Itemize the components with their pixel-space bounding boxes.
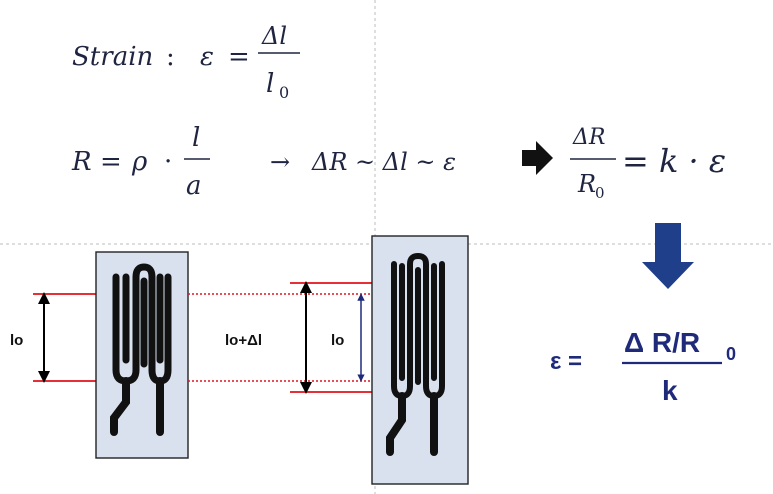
result-epsilon: ε = — [550, 348, 582, 375]
gauge-grid-pattern — [110, 263, 172, 436]
resistivity-rho: ρ — [131, 147, 148, 177]
result-numerator-sub: 0 — [726, 344, 736, 364]
strain-equation: Strain : ε = Δl l 0 — [72, 22, 300, 102]
strain-denominator-sub: 0 — [279, 83, 289, 102]
bold-right-arrow — [522, 141, 553, 175]
gauge-factor-rhs: = k · ε — [622, 142, 726, 180]
relative-resistance-denominator: R — [577, 170, 596, 198]
strain-result-formula: ε = Δ R/R 0 k — [550, 327, 736, 406]
area-denominator: a — [186, 171, 202, 201]
strain-numerator: Δl — [261, 22, 287, 50]
relative-resistance-numerator: ΔR — [572, 125, 605, 150]
proportional-relation: ΔR ~ Δl ~ ε — [311, 148, 456, 176]
strain-denominator: l — [266, 69, 274, 99]
strain-colon: : — [166, 42, 175, 72]
gauge-stretched: lo+Δl lo — [188, 235, 469, 485]
resistance-equals: = — [100, 147, 122, 177]
left-length-label: lo — [10, 332, 23, 349]
implies-arrow: → — [270, 148, 290, 176]
strain-equals: = — [228, 42, 250, 72]
length-numerator: l — [192, 123, 200, 153]
multiply-dot: · — [164, 147, 172, 177]
result-numerator: Δ R/R — [624, 327, 700, 358]
stretched-gauge-grid-pattern — [386, 252, 445, 456]
result-denominator: k — [662, 375, 678, 406]
down-arrow — [642, 223, 694, 289]
strain-word: Strain — [72, 42, 153, 72]
relative-resistance-denominator-sub: 0 — [595, 184, 605, 202]
gauge-unstretched: lo — [10, 251, 189, 459]
strain-epsilon: ε — [200, 42, 214, 72]
resistance-equation: R = ρ · l a → ΔR ~ Δl ~ ε ΔR R 0 = k · ε — [71, 123, 726, 202]
right-length-label: lo — [331, 332, 344, 349]
resistance-R: R — [71, 147, 92, 177]
stretched-length-label: lo+Δl — [225, 332, 262, 349]
